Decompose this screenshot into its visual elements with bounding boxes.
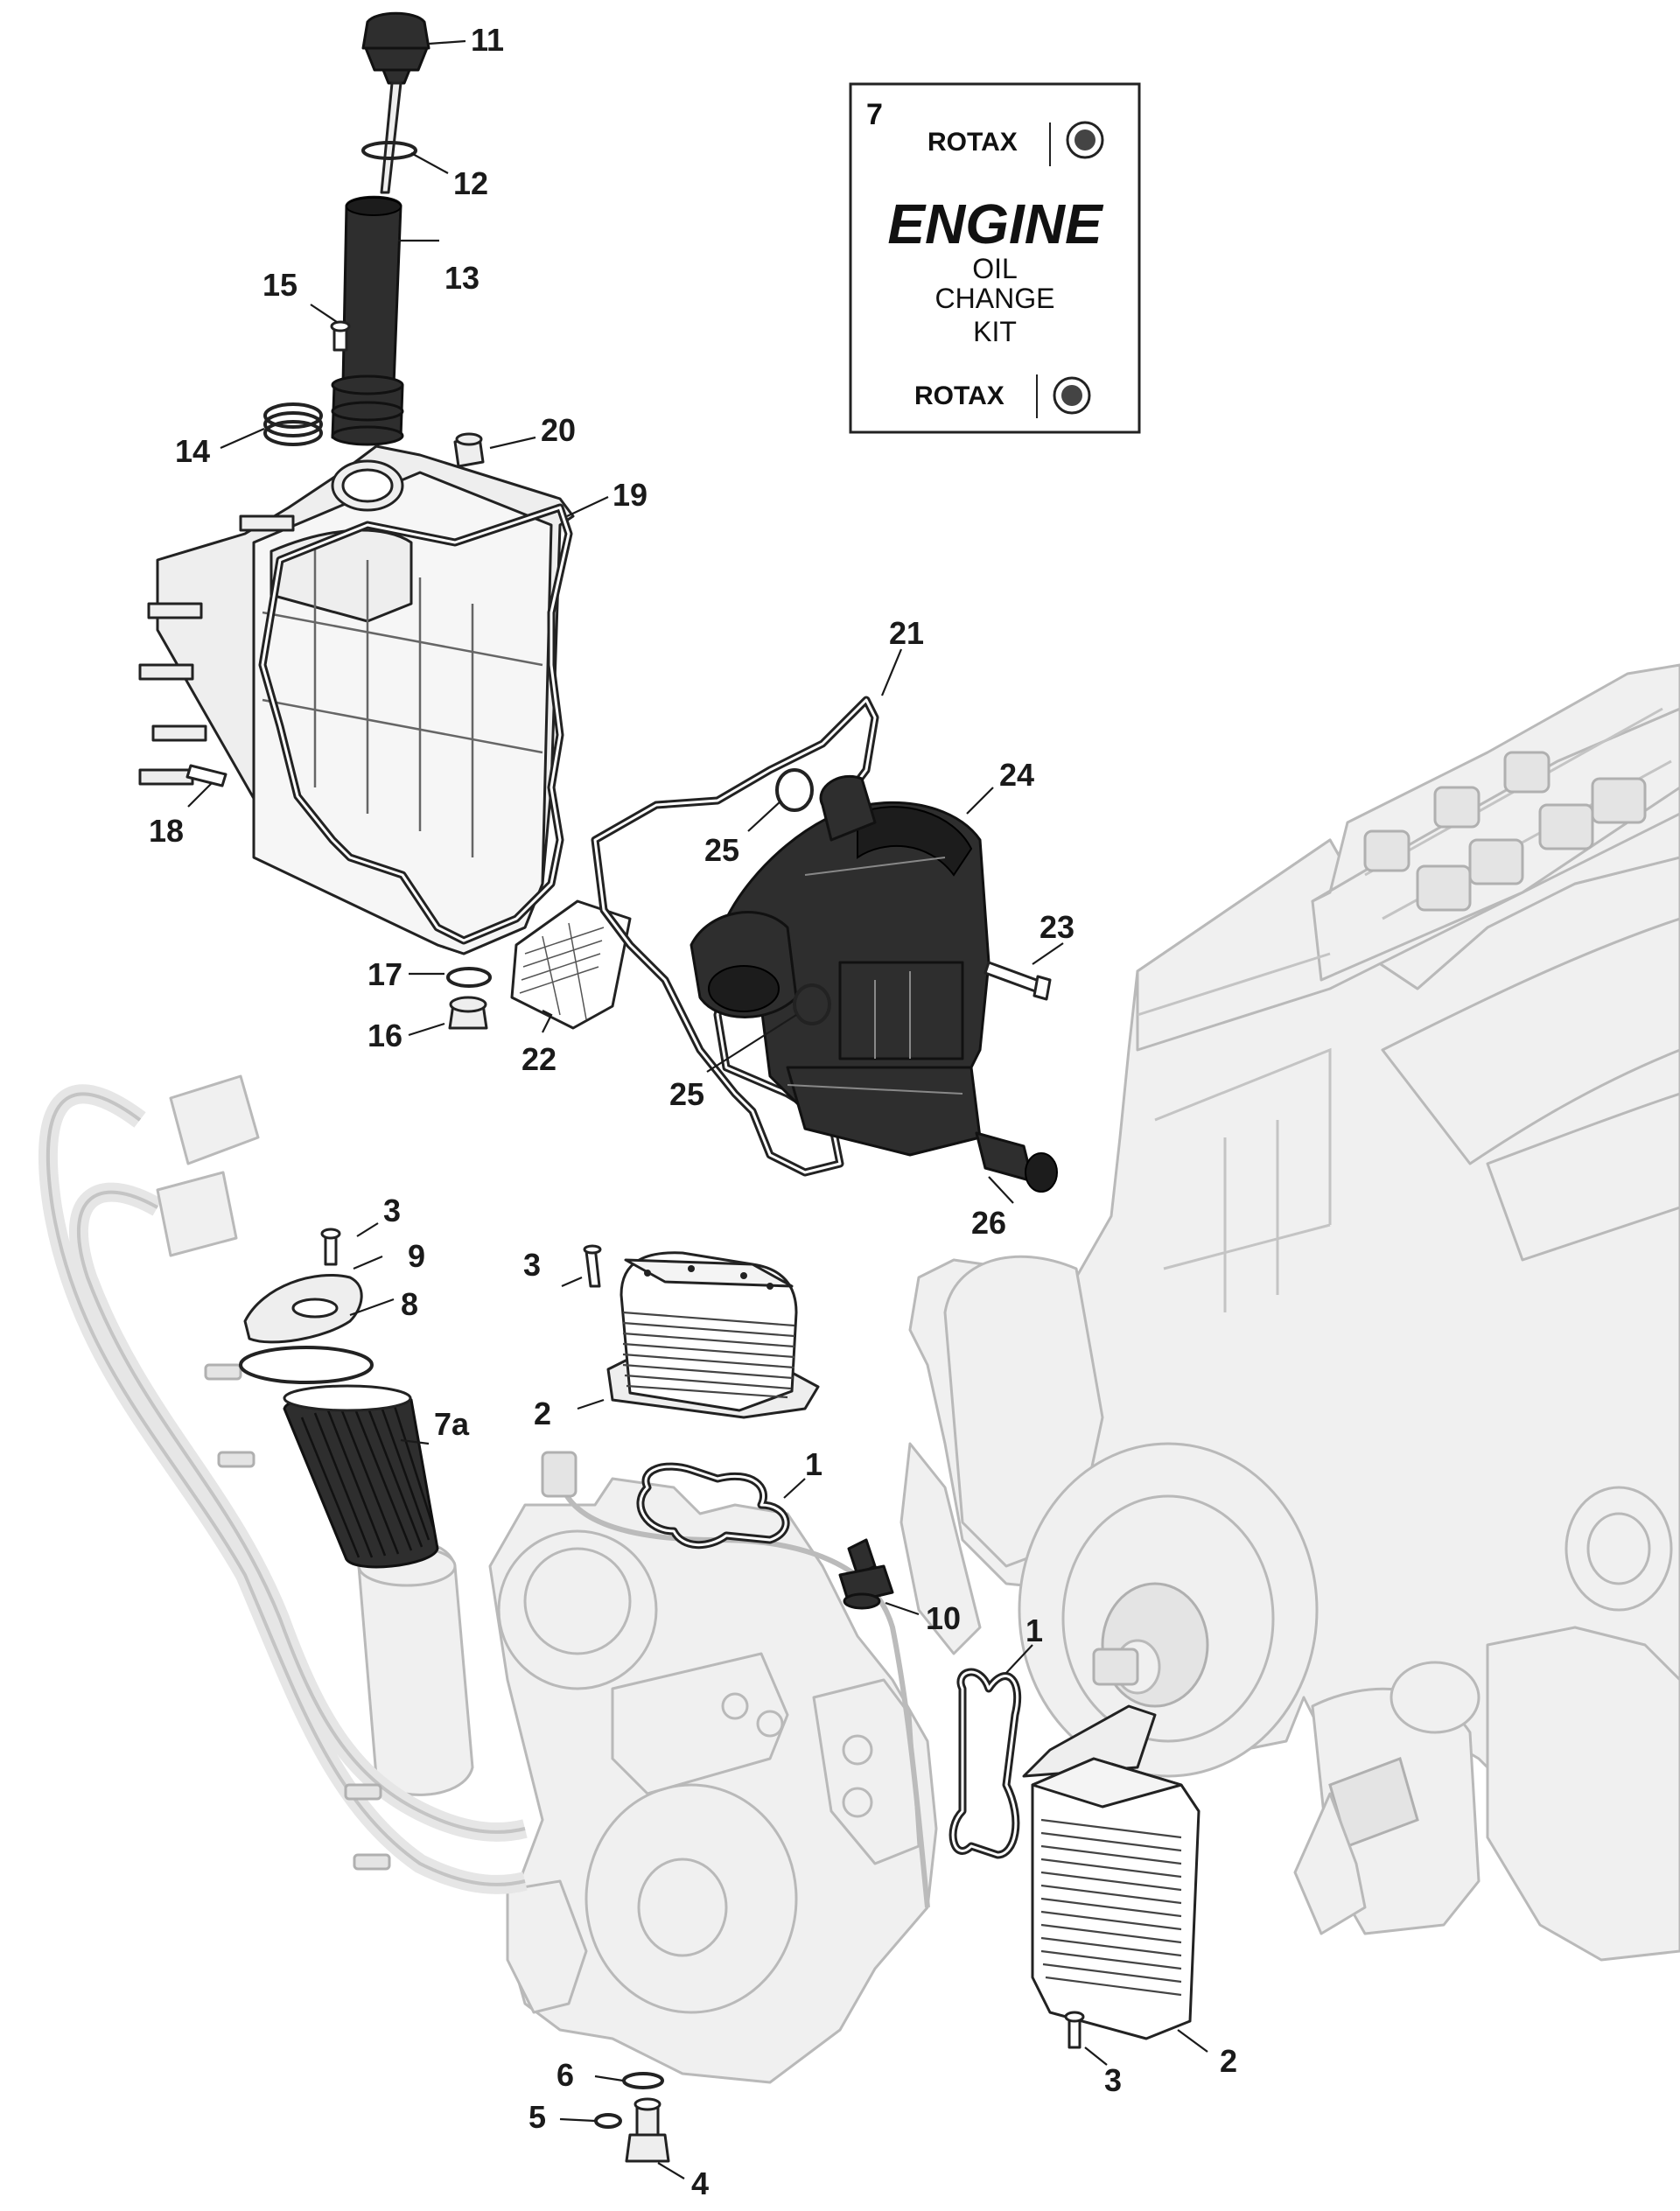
callout-6: 6: [556, 2057, 574, 2093]
kit-title: ENGINE: [887, 192, 1104, 255]
callout-18: 18: [149, 813, 184, 849]
callout-1-lower: 1: [1026, 1613, 1043, 1648]
o-ring-25: [775, 768, 814, 812]
callout-5: 5: [528, 2099, 546, 2135]
pin-18: [186, 764, 228, 787]
callout-17: 17: [368, 956, 402, 992]
screen-22: [510, 899, 632, 1030]
kit-number: 7: [866, 98, 883, 131]
kit-brand-bottom: ROTAX: [914, 381, 1004, 410]
callout-9: 9: [408, 1238, 425, 1274]
callout-3-lower: 3: [1104, 2062, 1122, 2098]
crankcase-cover-ghost: [38, 1074, 938, 2084]
dipstick-cap: [361, 11, 430, 50]
callout-16: 16: [368, 1018, 402, 1053]
sensor-wire: [541, 1451, 930, 1908]
callout-13: 13: [444, 260, 480, 296]
oil-cooler-lower: [948, 1668, 1200, 2049]
callout-3-cooler: 3: [523, 1247, 541, 1283]
callout-8: 8: [401, 1286, 418, 1322]
callout-19: 19: [612, 477, 648, 513]
callout-25b: 25: [669, 1076, 704, 1112]
callout-15: 15: [262, 267, 298, 303]
callout-12: 12: [453, 165, 488, 201]
leader-lines: [187, 39, 1208, 2180]
callout-21: 21: [889, 615, 924, 651]
callout-23: 23: [1040, 909, 1074, 945]
clip-14: [263, 402, 323, 429]
oil-change-kit-box: 7 ROTAX ENGINE OIL CHANGE KIT ROTAX: [849, 82, 1141, 434]
kit-line-1: OIL: [972, 253, 1018, 284]
kit-line-3: KIT: [973, 316, 1017, 347]
callout-10: 10: [926, 1600, 961, 1636]
callout-25a: 25: [704, 832, 739, 868]
ring-17: [446, 967, 492, 988]
o-ring-8: [239, 1346, 374, 1384]
callout-3-filter: 3: [383, 1193, 401, 1228]
o-ring-12: [361, 141, 417, 160]
dipstick-tube: [341, 195, 402, 406]
oil-filter-assembly: [239, 1228, 439, 1569]
callout-7a: 7a: [434, 1406, 470, 1442]
callout-22: 22: [522, 1041, 556, 1077]
callout-14: 14: [175, 433, 210, 469]
dipstick-assembly: [263, 11, 485, 468]
callout-2-upper: 2: [534, 1396, 551, 1431]
o-ring-6: [622, 2072, 664, 2089]
oil-filter-7a: [283, 1390, 439, 1569]
callout-24: 24: [999, 757, 1034, 793]
callout-20: 20: [541, 412, 576, 448]
fitting-26: [975, 1131, 1034, 1183]
upper-cover-assembly: [138, 444, 632, 1030]
callout-26: 26: [971, 1205, 1006, 1241]
callout-4: 4: [691, 2166, 709, 2201]
kit-line-2: CHANGE: [935, 283, 1055, 314]
oil-cooler-upper: [583, 1244, 820, 1550]
drain-plug-assembly: [594, 2072, 670, 2163]
pressure-sensor-10: [838, 1538, 894, 1610]
callout-11: 11: [471, 22, 504, 58]
bolt-23: [984, 961, 1043, 994]
oil-pump-housing-assembly: [591, 696, 1058, 1193]
callouts: 11 12 13 15 14 20 19 18 21 25 24 23 25 2…: [149, 22, 1237, 2201]
washer-5: [594, 2113, 622, 2129]
callout-1-upper: 1: [805, 1446, 822, 1482]
engine-block-ghost: [900, 663, 1680, 1962]
kit-brand-top: ROTAX: [928, 128, 1018, 157]
callout-2-lower: 2: [1220, 2043, 1237, 2079]
